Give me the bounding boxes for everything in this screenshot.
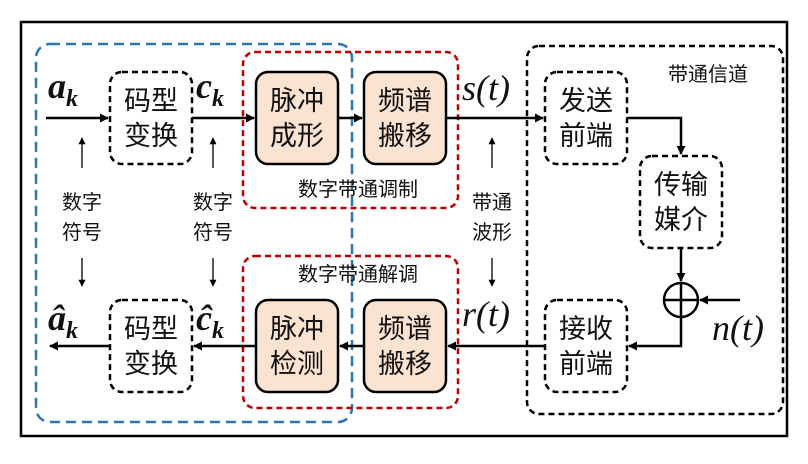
symbols-mid-label-2: 符号 — [193, 220, 233, 244]
pulse-detection-block: 脉冲 检测 — [254, 298, 340, 394]
tx-frontend-label-2: 前端 — [559, 121, 613, 152]
pulse-detection-label-2: 检测 — [270, 349, 324, 380]
signal-s-t: s(t) — [462, 68, 510, 108]
medium-block: 传输 媒介 — [638, 154, 724, 250]
signal-c-k: ck — [196, 66, 224, 112]
spectrum-shift-rx-label-2: 搬移 — [378, 349, 432, 380]
rx-frontend-block: 接收 前端 — [543, 298, 629, 394]
signal-n-t: n(t) — [712, 308, 764, 348]
line-coding-rx-label-2: 变换 — [124, 349, 178, 380]
spectrum-shift-tx-label-1: 频谱 — [378, 86, 432, 117]
line-coding-rx-block: 码型 变换 — [108, 298, 194, 394]
spectrum-shift-rx-label-1: 频谱 — [378, 314, 432, 345]
medium-label-2: 媒介 — [654, 205, 708, 236]
flow-arrow-adder-to-rx — [628, 317, 683, 351]
modulation-label: 数字带通调制 — [298, 177, 418, 201]
line-coding-tx-label-1: 码型 — [124, 86, 178, 117]
pulse-shaping-block: 脉冲 成形 — [254, 70, 340, 166]
waveform-label-1: 带通 — [472, 190, 512, 214]
channel-group-box — [525, 44, 785, 416]
spectrum-shift-rx-block: 频谱 搬移 — [362, 298, 448, 394]
modulation-group-box — [241, 50, 460, 210]
symbols-mid-label-1: 数字 — [193, 190, 233, 214]
tx-frontend-label-1: 发送 — [559, 86, 613, 117]
baseband-group-box — [34, 42, 354, 424]
spectrum-shift-tx-label-2: 搬移 — [378, 121, 432, 152]
line-coding-tx-label-2: 变换 — [124, 121, 178, 152]
demodulation-group-box — [241, 254, 460, 410]
signal-a-hat-k: âk — [48, 298, 78, 344]
pulse-shaping-label-1: 脉冲 — [270, 86, 324, 117]
rx-frontend-label-1: 接收 — [559, 314, 613, 345]
flow-arrow-tx-to-medium — [627, 116, 686, 155]
symbols-left-label-1: 数字 — [62, 190, 102, 214]
medium-label-1: 传输 — [654, 170, 708, 201]
line-coding-tx-block: 码型 变换 — [108, 70, 194, 166]
rx-frontend-label-2: 前端 — [559, 349, 613, 380]
waveform-label-2: 波形 — [472, 220, 512, 244]
line-coding-rx-label-1: 码型 — [124, 314, 178, 345]
signal-r-t: r(t) — [462, 294, 510, 334]
adder-symbol — [662, 281, 700, 319]
channel-label: 带通信道 — [668, 62, 748, 86]
demodulation-label: 数字带通解调 — [298, 262, 418, 286]
spectrum-shift-tx-block: 频谱 搬移 — [362, 70, 448, 166]
signal-c-hat-k: ĉk — [196, 298, 224, 344]
outer-frame — [19, 20, 789, 438]
symbols-left-label-2: 符号 — [62, 220, 102, 244]
pulse-shaping-label-2: 成形 — [270, 121, 324, 152]
signal-a-k: ak — [48, 66, 78, 112]
tx-frontend-block: 发送 前端 — [543, 70, 629, 166]
pulse-detection-label-1: 脉冲 — [270, 314, 324, 345]
